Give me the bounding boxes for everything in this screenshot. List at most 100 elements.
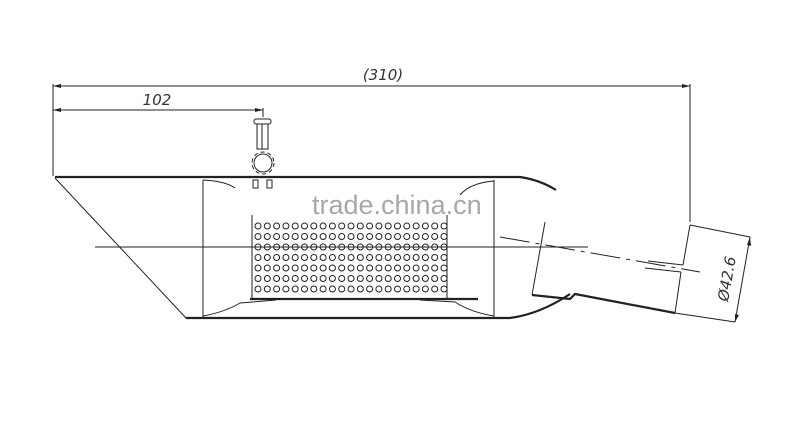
perforation-hole: [273, 233, 281, 240]
perforation-hole: [347, 254, 355, 261]
perforation-hole: [366, 222, 374, 230]
perforation-hole: [421, 285, 429, 293]
perforation-hole: [384, 222, 392, 230]
perforation-hole: [254, 264, 262, 272]
perforation-hole: [301, 264, 308, 272]
bolt-icon: [251, 118, 275, 189]
perforation-hole: [412, 275, 420, 282]
perforation-hole: [375, 285, 383, 293]
perforation-hole: [384, 254, 392, 261]
perforation-hole: [440, 254, 448, 261]
perforation-hole: [347, 285, 355, 293]
perforation-hole: [431, 285, 439, 293]
perforation-hole: [431, 254, 439, 261]
perforation-hole: [394, 275, 401, 282]
perforation-hole: [310, 222, 318, 230]
outlet-centerline: [499, 236, 701, 273]
perforation-hole: [319, 254, 327, 261]
perforation-hole: [384, 275, 392, 282]
perforation-hole: [366, 254, 374, 261]
perforation-hole: [310, 254, 318, 261]
perforation-hole: [291, 275, 299, 282]
perforation-hole: [282, 275, 290, 282]
perforation-hole: [338, 264, 346, 272]
perforation-hole: [384, 285, 392, 293]
perforation-hole: [403, 275, 411, 282]
perforation-hole: [366, 264, 374, 272]
perforation-hole: [375, 222, 383, 230]
perforation-hole: [431, 222, 439, 230]
perforation-hole: [310, 285, 318, 293]
perforation-hole: [356, 264, 364, 272]
perforation-hole: [366, 233, 374, 240]
perforation-hole: [403, 264, 411, 272]
perforation-hole: [263, 285, 271, 293]
perforation-hole: [254, 275, 262, 282]
perforation-hole: [421, 233, 429, 240]
perforation-hole: [394, 264, 401, 272]
perforation-hole: [347, 222, 355, 230]
perforation-hole: [356, 233, 364, 240]
perforation-hole: [291, 233, 299, 240]
perforation-hole: [412, 254, 420, 261]
perforation-hole: [440, 222, 448, 230]
perforation-hole: [282, 233, 290, 240]
perforation-hole: [338, 275, 346, 282]
perforation-hole: [263, 275, 271, 282]
perforation-hole: [375, 233, 383, 240]
perforation-hole: [282, 254, 290, 261]
perforation-hole: [421, 222, 429, 230]
perforation-hole: [394, 254, 401, 261]
watermark: trade.china.cn: [312, 190, 482, 220]
outlet-diameter-label: Ø42.6: [714, 255, 740, 304]
perforation-hole: [347, 264, 355, 272]
bolt-offset-label: 102: [143, 91, 172, 109]
perforation-hole: [394, 222, 401, 230]
perforation-hole: [282, 285, 290, 293]
perforation-hole: [301, 254, 308, 261]
perforation-hole: [366, 275, 374, 282]
perforation-hole: [319, 264, 327, 272]
perforation-hole: [254, 285, 262, 293]
perforation-hole: [440, 264, 448, 272]
perforation-hole: [273, 275, 281, 282]
perforation-hole: [310, 264, 318, 272]
perforation-hole: [403, 233, 411, 240]
perforation-hole: [301, 285, 308, 293]
overall-length-label: (310): [363, 66, 403, 84]
perforation-hole: [356, 285, 364, 293]
perforation-hole: [328, 233, 336, 240]
perforation-hole: [421, 275, 429, 282]
perforation-hole: [384, 264, 392, 272]
perforation-hole: [431, 264, 439, 272]
perforation-hole: [356, 254, 364, 261]
dimension-bolt-offset: 102: [53, 91, 263, 112]
perforation-hole: [440, 285, 448, 293]
perforation-hole: [319, 285, 327, 293]
perforation-hole: [347, 233, 355, 240]
perforation-hole: [291, 285, 299, 293]
perforation-hole: [273, 285, 281, 293]
perforation-hole: [319, 222, 327, 230]
perforation-hole: [254, 254, 262, 261]
perforation-hole: [338, 233, 346, 240]
perforation-hole: [291, 254, 299, 261]
perforation-hole: [263, 233, 271, 240]
perforation-hole: [356, 275, 364, 282]
perforation-hole: [273, 264, 281, 272]
perforation-hole: [319, 275, 327, 282]
perforation-hole: [328, 254, 336, 261]
perforation-hole: [431, 275, 439, 282]
perforation-hole: [421, 264, 429, 272]
perforation-hole: [301, 275, 308, 282]
perforation-hole: [412, 264, 420, 272]
perforation-hole: [375, 275, 383, 282]
perforation-hole: [282, 264, 290, 272]
perforation-hole: [273, 254, 281, 261]
perforation-hole: [310, 233, 318, 240]
perforation-hole: [347, 275, 355, 282]
perforation-hole: [338, 222, 346, 230]
perforation-hole: [328, 275, 336, 282]
